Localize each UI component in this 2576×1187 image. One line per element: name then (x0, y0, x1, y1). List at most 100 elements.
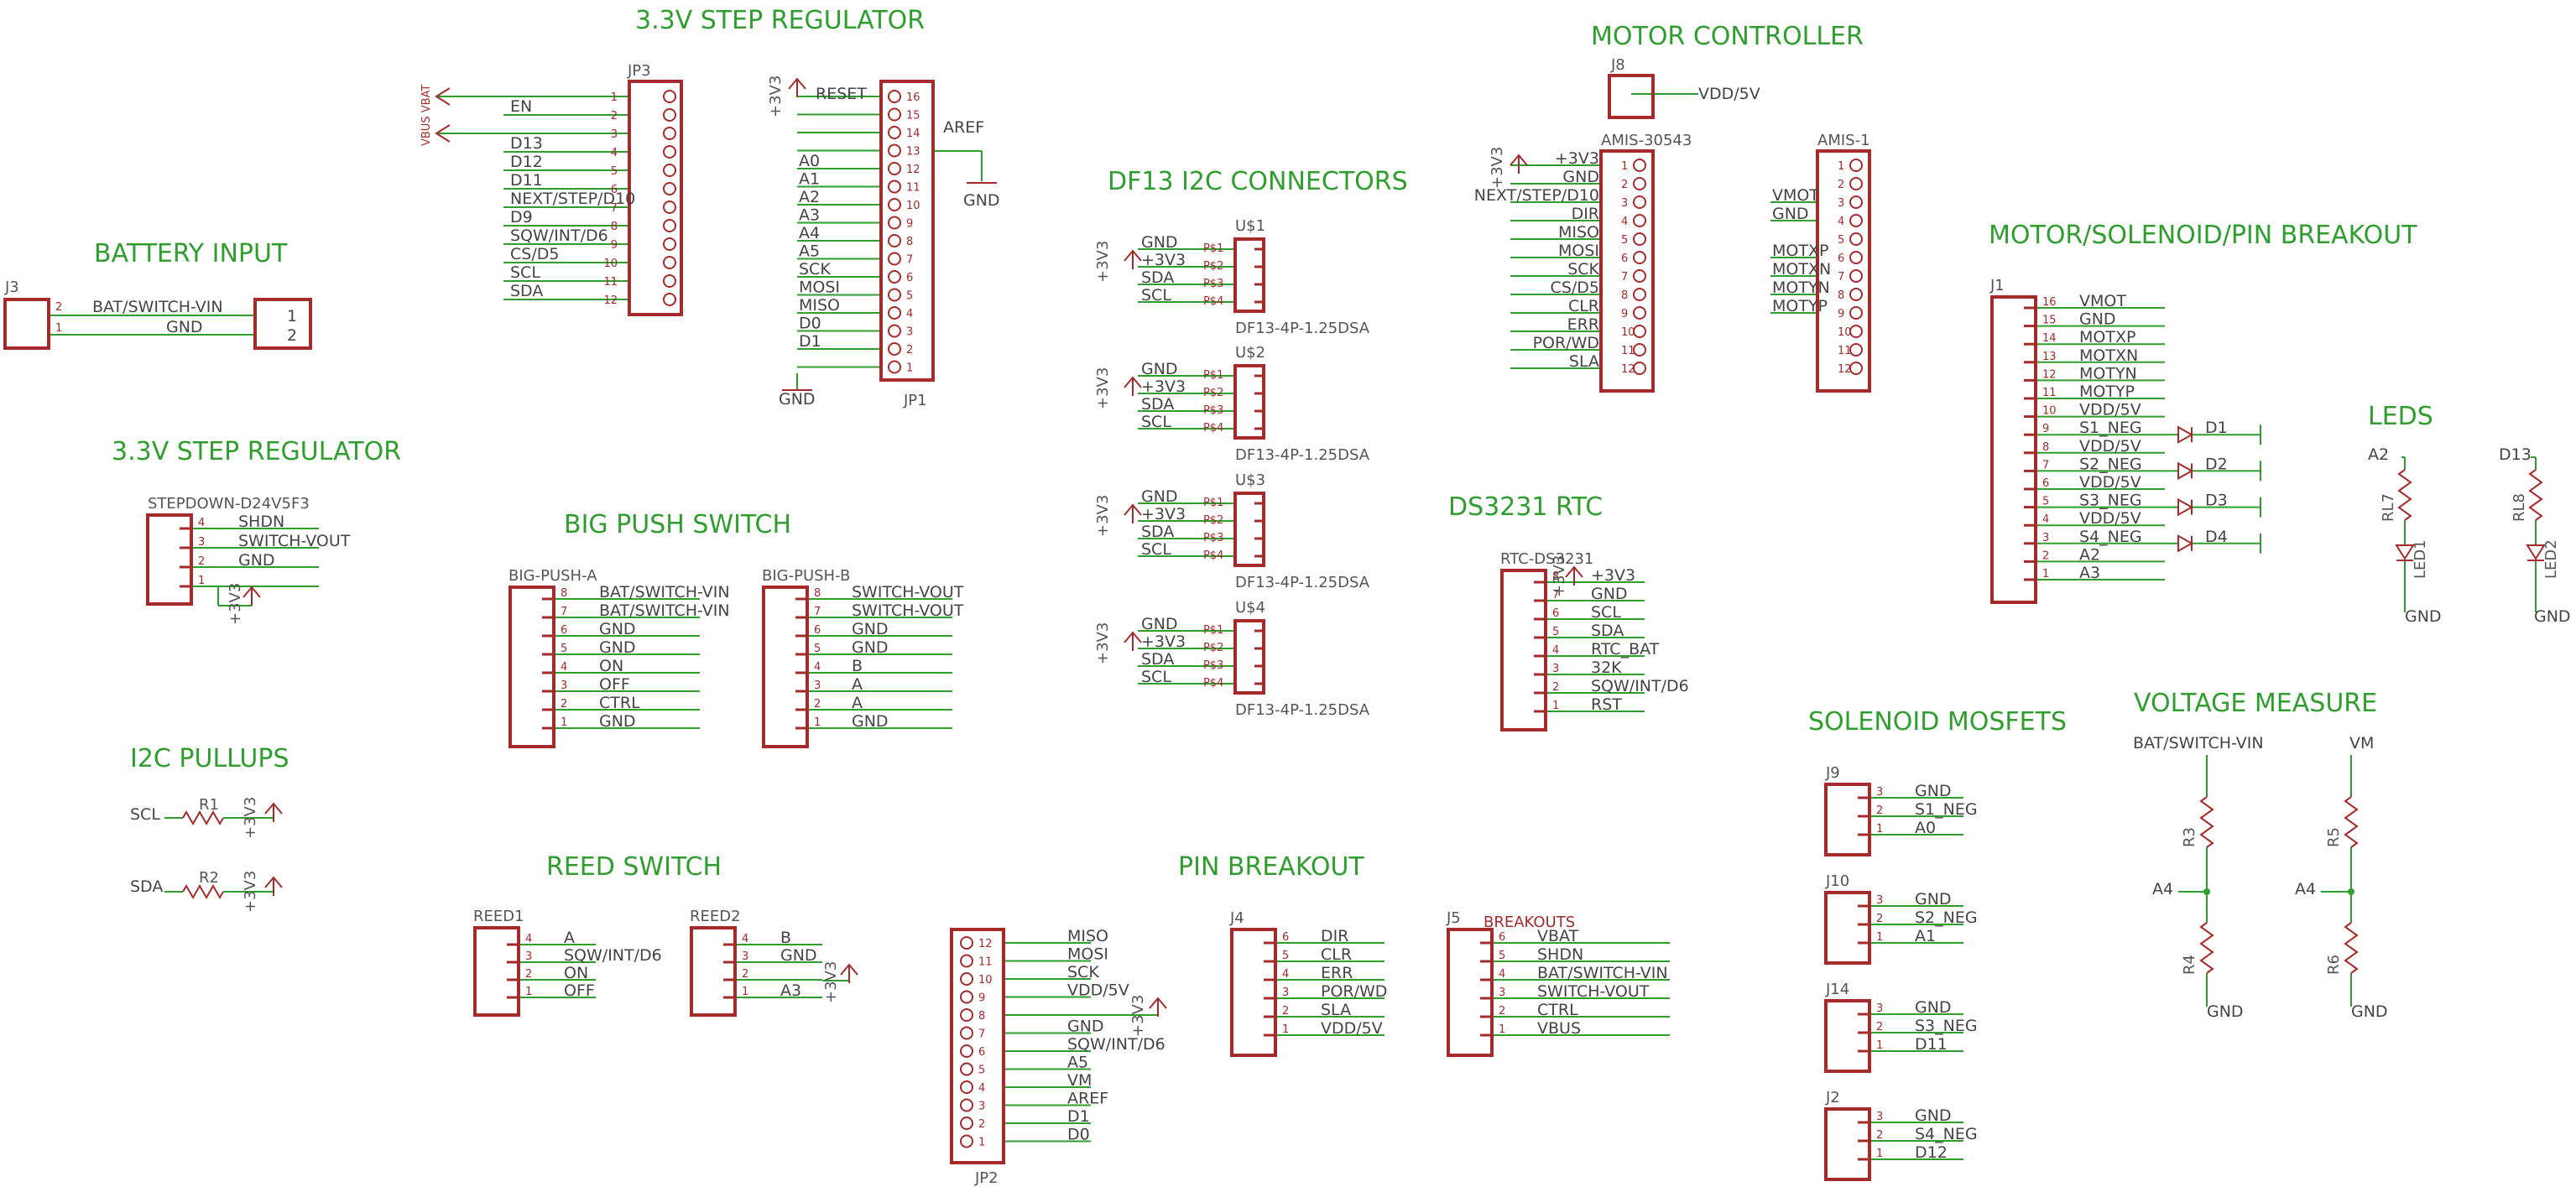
j4-net-label: ERR (1321, 964, 1353, 982)
amis-pin-10 (1633, 325, 1646, 338)
mosfet-j1-pin-number: 3 (1876, 894, 1883, 907)
big_push_a-net-label: BAT/SWITCH-VIN (599, 583, 730, 601)
big_push_b-body (762, 586, 809, 748)
jp3-pin-9 (663, 237, 676, 251)
mosfet-j3-pin-number: 3 (1876, 1111, 1883, 1123)
df13-u2-net-label: SCL (1141, 413, 1171, 431)
mosfet-j0-body (1824, 783, 1871, 856)
jp2-pin-number: 9 (978, 992, 985, 1005)
big_push_a-net-label: CTRL (599, 694, 640, 712)
jp1-pin-12 (888, 162, 901, 175)
df13-u1-3v3-label: +3V3 (1094, 241, 1112, 283)
mosfet-j0-net-label: A0 (1915, 819, 1936, 837)
rtc-pin-number: 5 (1552, 626, 1559, 638)
big_push_b-pin-number: 1 (814, 716, 821, 729)
section-title-df13: DF13 I2C CONNECTORS (1108, 167, 1408, 196)
mosfet-j1-net-label: A1 (1915, 927, 1936, 945)
rtc-pin-number: 6 (1552, 607, 1559, 620)
jp1-pin-1 (888, 360, 901, 374)
rtc-pin-number: 2 (1552, 681, 1559, 694)
df13-u4-net-label: SDA (1141, 650, 1174, 669)
reed1-net-label: SQW/INT/D6 (564, 946, 662, 965)
j8-body (1608, 74, 1655, 119)
amis1-pin-8 (1849, 288, 1863, 301)
jp3-pin-number: 9 (611, 239, 618, 252)
jp2-pin-10 (960, 972, 973, 986)
big_push_a-pin-number: 4 (561, 661, 567, 674)
df13-u2-net-label: SDA (1141, 395, 1174, 414)
j5-ref: J5 (1446, 909, 1461, 927)
amis1-pin-7 (1849, 269, 1863, 283)
j1-pin-number: 7 (2042, 459, 2049, 471)
amis-pin-number: 12 (1621, 363, 1635, 376)
big_push_b-net-label: SWITCH-VOUT (852, 583, 964, 601)
mosfet-j2-body (1824, 999, 1871, 1073)
amis-ref: AMIS-30543 (1601, 132, 1692, 149)
jp1-pin-7 (888, 252, 901, 266)
jp2-pin-7 (960, 1026, 973, 1040)
reed2-body (690, 926, 737, 1017)
j1-net-label: A3 (2079, 564, 2100, 582)
rtc-net-label: SQW/INT/D6 (1591, 677, 1689, 695)
jp3-body (628, 80, 683, 316)
jp2-pin-2 (960, 1117, 973, 1130)
reed2-ref: REED2 (690, 908, 741, 925)
jp2-pin-number: 11 (978, 956, 993, 969)
jp1-pin-10 (888, 198, 901, 211)
jp3-net-label: CS/D5 (510, 245, 559, 263)
jp3-pin-2 (663, 108, 676, 122)
mosfet-j2-pin-number: 2 (1876, 1021, 1883, 1033)
j1-diode-d1 (2177, 425, 2194, 444)
j5-pin-number: 5 (1499, 950, 1505, 962)
jp3-pin-number: 4 (611, 147, 618, 159)
amis-pin-number: 5 (1621, 234, 1628, 247)
jp2-pin-3 (960, 1098, 973, 1112)
big_push_a-net-label: BAT/SWITCH-VIN (599, 601, 730, 620)
amis-net-label: POR/WD (1533, 334, 1599, 352)
jp3-pin-number: 3 (611, 128, 618, 141)
amis-net-label: SLA (1569, 352, 1599, 371)
rtc-net-label: +3V3 (1591, 566, 1635, 585)
j4-pin-number: 5 (1282, 950, 1289, 962)
vmeasure-r5-ref: R5 (2325, 827, 2343, 847)
df13-u2-pin-number: P$3 (1203, 404, 1223, 417)
stepdown-pin-number: 2 (198, 555, 205, 568)
j1-net-label: MOTXN (2079, 346, 2138, 365)
jp3-pin-number: 7 (611, 202, 618, 215)
vmeasure-r4-resistor (2199, 922, 2214, 974)
df13-u3-net-label: SCL (1141, 540, 1171, 559)
jp2-ref: JP2 (974, 1169, 999, 1187)
amis-pin-12 (1633, 362, 1646, 375)
reed1-pin-number: 1 (525, 986, 532, 998)
amis-net-label: GND (1562, 168, 1599, 186)
df13-u1-net-label: SDA (1141, 268, 1174, 287)
jp3-pin-5 (663, 164, 676, 177)
rtc-net-label: RST (1591, 695, 1622, 714)
amis1-pin-number: 3 (1838, 197, 1844, 210)
parts-layer (3, 74, 2546, 1181)
j4-pin-number: 6 (1282, 931, 1289, 944)
j1-net-label: S4_NEG (2079, 528, 2142, 546)
jp1-pin-number: 8 (906, 236, 913, 248)
vmeasure-right-top-label: VM (2349, 734, 2374, 752)
j1-diode-d4-label: D4 (2205, 528, 2228, 546)
jp1-pin-number: 3 (906, 326, 913, 339)
df13-u4-pin-number: P$3 (1203, 659, 1223, 672)
jp2-net-label: GND (1067, 1018, 1104, 1036)
df13-u4-net-label: GND (1141, 615, 1178, 633)
jp3-pin-number: 10 (603, 258, 618, 270)
reed2-pin-number: 4 (742, 933, 748, 945)
jp3-net-label: SQW/INT/D6 (510, 226, 608, 245)
jp3-vbat-arrow (435, 124, 451, 143)
mosfet-j3-net-label: S4_NEG (1915, 1125, 1978, 1143)
mosfet-j0-net-label: GND (1915, 782, 1952, 800)
big_push_a-ref: BIG-PUSH-A (508, 567, 597, 585)
big_push_b-net-label: GND (852, 620, 889, 638)
mosfet-j2-pin-number: 1 (1876, 1039, 1883, 1052)
jp2-pin-number: 7 (978, 1028, 985, 1041)
reed2-pin-number: 2 (742, 968, 748, 981)
df13-u1-net-label: +3V3 (1141, 251, 1186, 269)
jp1-pin-11 (888, 180, 901, 194)
big_push_a-pin-number: 6 (561, 624, 567, 637)
stepdown-net-label: SWITCH-VOUT (238, 532, 351, 550)
